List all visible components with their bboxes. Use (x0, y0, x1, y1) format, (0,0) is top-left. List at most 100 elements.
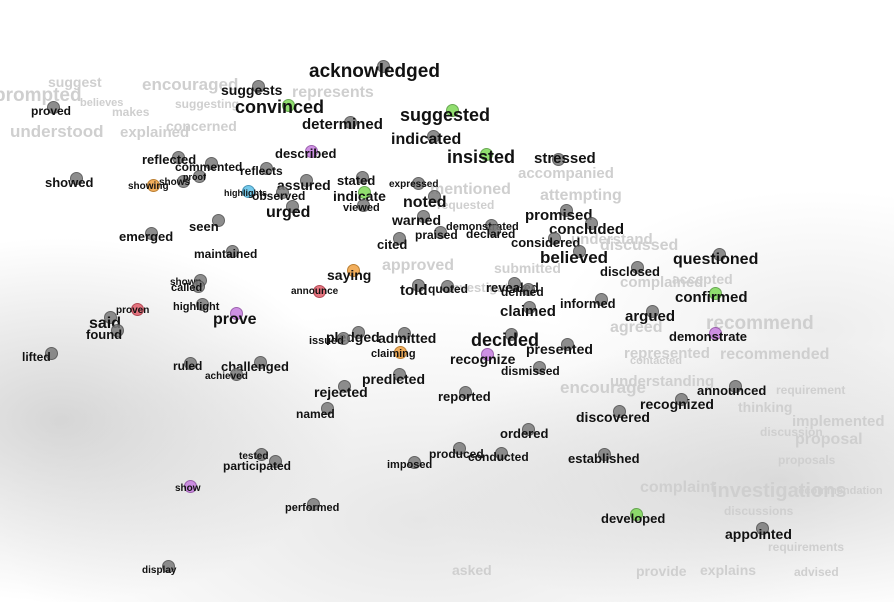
word-marker-dot (184, 480, 197, 493)
word-label: found (86, 327, 123, 342)
background-word: discussion (760, 425, 823, 439)
word-label: demonstrate (669, 329, 748, 344)
word-label: established (568, 451, 640, 466)
word-label: reflects (240, 164, 283, 178)
word-label: praised (415, 228, 458, 242)
word-marker-dot (585, 217, 598, 230)
word-marker-dot (480, 148, 493, 161)
word-marker-dot (613, 405, 626, 418)
word-label: stressed (534, 150, 596, 167)
word-marker-dot (598, 448, 611, 461)
background-word: accompanied (518, 165, 614, 182)
word-marker-dot (631, 261, 644, 274)
word-label: considered (511, 235, 581, 250)
background-word: represents (292, 84, 374, 101)
word-label: proved (31, 104, 72, 118)
word-label: concluded (549, 221, 625, 238)
word-label: shown (170, 277, 202, 288)
word-marker-dot (104, 311, 117, 324)
background-word: discussions (724, 504, 794, 518)
word-marker-dot (269, 455, 282, 468)
word-marker-dot (205, 157, 218, 170)
word-marker-dot (352, 326, 365, 339)
background-word: mentioned (430, 181, 511, 198)
word-marker-dot (45, 347, 58, 360)
word-label: developed (601, 511, 666, 526)
background-word: suggesting (175, 97, 240, 111)
word-marker-dot (434, 226, 447, 239)
word-label: appointed (725, 526, 792, 542)
word-label: named (296, 407, 335, 421)
background-word: accepted (672, 271, 733, 287)
word-label: disclosed (600, 264, 660, 279)
background-word: explained (120, 124, 190, 141)
word-label: demonstrated (446, 221, 519, 233)
background-word: complained (620, 274, 704, 291)
word-marker-dot (561, 338, 574, 351)
word-label: maintained (194, 247, 258, 261)
word-label: saying (327, 267, 372, 283)
word-label: admitted (378, 330, 437, 346)
word-marker-dot (552, 153, 565, 166)
word-marker-dot (573, 245, 586, 258)
word-label: suggested (400, 105, 491, 125)
word-marker-dot (230, 307, 243, 320)
word-label: recognized (640, 396, 714, 412)
word-marker-dot (417, 210, 430, 223)
word-label: declared (466, 227, 516, 241)
word-marker-dot (252, 80, 265, 93)
word-marker-dot (630, 508, 643, 521)
word-label: cited (377, 237, 408, 252)
background-word: recommend (706, 313, 814, 334)
word-label: defined (501, 285, 544, 299)
word-label: insisted (447, 147, 516, 167)
word-marker-dot (321, 402, 334, 415)
word-marker-dot (356, 171, 369, 184)
word-label: proof (183, 172, 206, 182)
word-marker-dot (193, 170, 206, 183)
word-marker-dot (145, 227, 158, 240)
word-label: claimed (500, 303, 556, 320)
background-word: discussed (600, 237, 679, 254)
word-marker-dot (523, 301, 536, 314)
word-marker-dot (111, 324, 124, 337)
word-marker-dot (358, 186, 371, 199)
word-marker-dot (70, 172, 83, 185)
word-marker-dot (260, 162, 273, 175)
word-label: show (175, 483, 201, 494)
background-word: recommended (720, 346, 830, 363)
word-label: suggests (221, 82, 283, 98)
word-label: conducted (468, 450, 529, 464)
word-label: announced (697, 383, 767, 398)
word-marker-dot (453, 442, 466, 455)
word-marker-dot (459, 386, 472, 399)
word-marker-dot (282, 99, 295, 112)
word-marker-dot (398, 327, 411, 340)
word-marker-dot (709, 327, 722, 340)
background-word: proposal (795, 431, 863, 448)
word-marker-dot (394, 346, 407, 359)
word-label: informed (560, 296, 616, 311)
word-label: viewed (343, 202, 380, 214)
word-marker-dot (47, 101, 60, 114)
word-label: ruled (173, 359, 203, 373)
background-word: advised (794, 565, 839, 579)
word-marker-dot (357, 199, 370, 212)
word-label: convinced (235, 97, 325, 117)
background-word: contacted (630, 355, 682, 367)
background-word: recommendation (794, 485, 883, 497)
word-marker-dot (393, 232, 406, 245)
word-marker-dot (177, 175, 190, 188)
background-word: believes (80, 97, 124, 109)
word-label: acknowledged (309, 61, 440, 82)
word-marker-dot (508, 277, 521, 290)
word-marker-dot (412, 279, 425, 292)
word-marker-dot (756, 522, 769, 535)
word-label: questioned (673, 251, 759, 268)
word-label: told (400, 282, 428, 299)
word-marker-dot (313, 285, 326, 298)
word-label: produced (429, 447, 484, 461)
word-label: display (142, 565, 177, 576)
word-marker-dot (242, 185, 255, 198)
word-marker-dot (337, 332, 350, 345)
